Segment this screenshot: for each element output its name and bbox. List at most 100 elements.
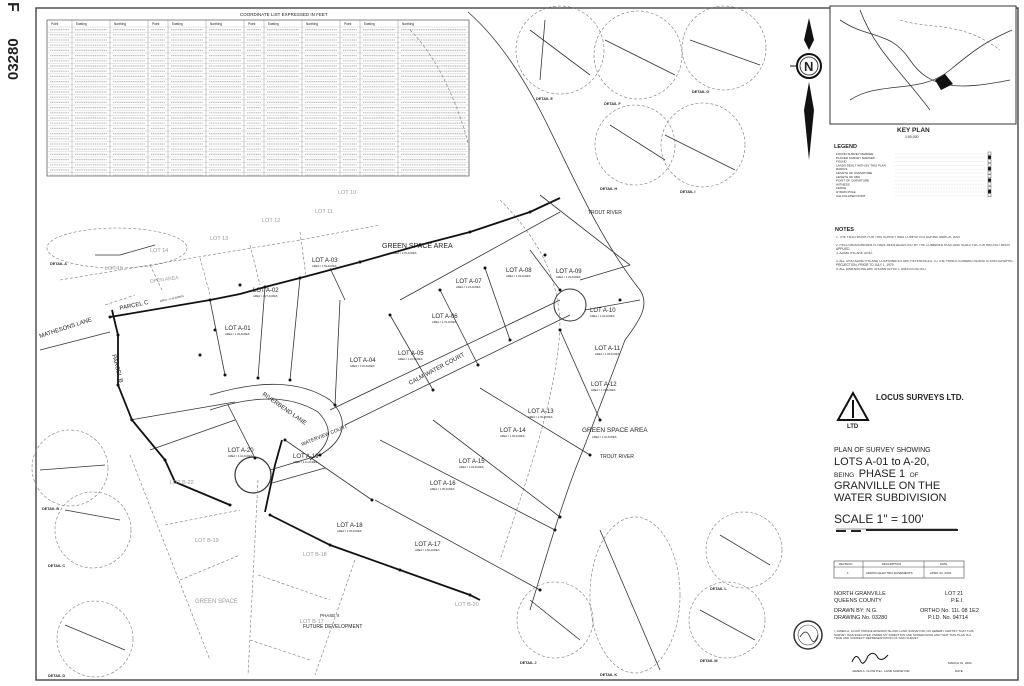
lot-label: LOT A-03 <box>312 258 338 264</box>
revision-number: 1 <box>847 571 849 575</box>
table-header-easting: Easting <box>268 22 279 26</box>
lot-label: LOT A-12 <box>591 382 617 388</box>
buffer-zone <box>499 199 561 561</box>
legend-item: LANDS DEALT WITH BY THIS PLAN <box>836 163 886 167</box>
revision-date: APRIL 23, 2004 <box>930 571 951 575</box>
legend-item: LENGTH OF ARC <box>836 175 861 179</box>
note-item: 2. FIELD MEASUREMENTS HAVE BEEN ADJUSTED… <box>836 244 1010 251</box>
lot-area: AREA = 1.05 ACRES <box>430 487 455 491</box>
survey-markers <box>108 210 622 597</box>
svg-text:LTD: LTD <box>847 424 859 430</box>
future-lot-label: LOT 15 <box>105 266 123 272</box>
lot-area: AREA = 1.29 ACRES <box>556 275 581 279</box>
lot-label: LOT A-09 <box>556 269 582 275</box>
legend-item: RADIUS <box>836 167 847 171</box>
title-block: LTD LOCUS SURVEYS LTD. PLAN OF SURVEY SH… <box>793 390 979 673</box>
lot-number: LOT 21 <box>945 591 963 597</box>
location-2: QUEENS COUNTY <box>834 598 882 604</box>
shoreline <box>467 11 645 611</box>
future-lot-lines <box>59 224 381 676</box>
note-item: 1. THE FIELD WORK FOR THIS SURVEY WAS CO… <box>836 236 960 239</box>
company-name: LOCUS SURVEYS LTD. <box>876 393 964 402</box>
drawing-number: DRAWING No. 03280 <box>834 615 887 621</box>
lot-area: AREA = 1.79 ACRES <box>432 320 457 324</box>
lot-area: AREA = 1.03 ACRES <box>506 274 531 278</box>
drawn-by: DRAWN BY: N.G. <box>834 608 878 614</box>
detail-label-f: DETAIL F <box>604 102 621 106</box>
table-header-point: Point <box>51 22 58 26</box>
lot-area: AREA = 1.37 ACRES <box>591 388 616 392</box>
road-label-riverbend-lane: RIVERBEND LANE <box>261 392 307 427</box>
future-lot-label: LOT B-20 <box>455 602 479 608</box>
lot-area: AREA = 1.03 ACRES <box>459 465 484 469</box>
road-label-waterview-court: WATERVIEW COURT <box>301 424 349 448</box>
legend-symbol-icon <box>987 182 992 186</box>
date-caption: DATE <box>955 669 963 673</box>
plan-line-5: WATER SUBDIVISION <box>834 492 947 504</box>
table-header-northing: Northing <box>210 22 222 26</box>
table-header-easting: Easting <box>76 22 87 26</box>
lot-label: LOT A-19 <box>293 454 319 460</box>
lot-label: LOT A-05 <box>398 351 424 357</box>
future-lot-label: LOT 11 <box>315 209 333 215</box>
province: P.E.I. <box>951 598 964 604</box>
table-header-northing: Northing <box>306 22 318 26</box>
lot-area: AREA = 1.59 ACRES <box>312 264 337 268</box>
detail-label-h: DETAIL H <box>600 187 617 191</box>
legend-item: FOUND SURVEY MARKER <box>836 152 874 156</box>
ortho-number: ORTHO No. 11L 08 1E2 <box>920 608 979 614</box>
lot-label: LOT A-07 <box>456 279 482 285</box>
plan-line-1: PLAN OF SURVEY SHOWING <box>834 447 931 454</box>
future-lot-label: LOT 13 <box>210 236 228 242</box>
plan-line-2: LOTS A-01 to A-20, <box>834 456 929 468</box>
detail-label-g: DETAIL G <box>692 90 709 94</box>
lot-label: LOT A-18 <box>337 523 363 529</box>
calm-water-court <box>329 299 561 411</box>
legend-symbol-icon <box>987 185 992 190</box>
location-1: NORTH GRANVILLE <box>834 591 886 597</box>
phase-label-2: FUTURE DEVELOPMENT <box>303 624 362 630</box>
legend-symbol-icon <box>987 170 992 175</box>
legend-item: HYDRO POLE <box>836 190 856 194</box>
legend-symbol-icon <box>987 163 992 167</box>
company-logo: LTD <box>836 390 870 430</box>
detail-label-k: DETAIL K <box>600 673 617 677</box>
legend-item: FENCE <box>836 186 846 190</box>
river-label: TROUT RIVER <box>588 210 622 216</box>
phase-label: PHASE II <box>320 613 339 618</box>
future-lot-label: LOT 12 <box>262 218 280 224</box>
legend-item: PLACED SURVEY MARKER <box>836 156 876 160</box>
detail-label-l: DETAIL L <box>710 587 727 591</box>
lot-area: AREA = 1.03 ACRES <box>225 332 250 336</box>
notes-title: NOTES <box>835 227 854 233</box>
lot-area: AREA = 1.06 ACRES <box>528 415 553 419</box>
legend-symbol-icon <box>987 151 992 156</box>
plan-line-4: GRANVILLE ON THE <box>834 480 940 492</box>
detail-label-j: DETAIL J <box>520 661 537 665</box>
plan-line-3a: BEING <box>834 472 854 479</box>
legend-symbol-icon <box>987 159 992 163</box>
legend-symbol-icon <box>987 189 992 194</box>
revision-table: REVISION DESCRIPTION DATE 1 ADDING ELECT… <box>833 560 965 579</box>
note-item: 4. ALL GRID AZIMUTHS AND COORDINATES ARE… <box>836 260 1014 267</box>
certification-statement: I, JAMES A. CLOW, PRINCE EDWARD ISLAND L… <box>834 630 974 641</box>
lot-area: AREA = 1.09 ACRES <box>595 352 620 356</box>
future-lot-label: LOT B-22 <box>170 480 194 486</box>
detail-label-d: DETAIL D <box>48 674 65 678</box>
lot-area: AREA = 1.24 ACRES <box>398 357 423 361</box>
table-header-northing: Northing <box>402 22 414 26</box>
revision-description: ADDING ELECTRIC EASEMENTS <box>866 571 913 575</box>
note-item: 5. ALL DIMENSIONS ARE SHOWN IN FEET, UNL… <box>836 268 927 271</box>
legend-item: POINT OF CURVATURE <box>836 179 869 183</box>
parcel-label: PARCEL B <box>110 354 123 384</box>
table-header-easting: Easting <box>364 22 375 26</box>
river-label: TROUT RIVER <box>600 454 634 460</box>
lot-label: LOT A-11 <box>595 346 621 352</box>
table-header-easting: Easting <box>172 22 183 26</box>
table-header-northing: Northing <box>114 22 126 26</box>
lot-label: LOT A-20 <box>228 448 254 454</box>
detail-circles <box>31 5 783 678</box>
scale-bar <box>836 528 958 532</box>
future-lot-label: LOT B-18 <box>303 552 327 558</box>
